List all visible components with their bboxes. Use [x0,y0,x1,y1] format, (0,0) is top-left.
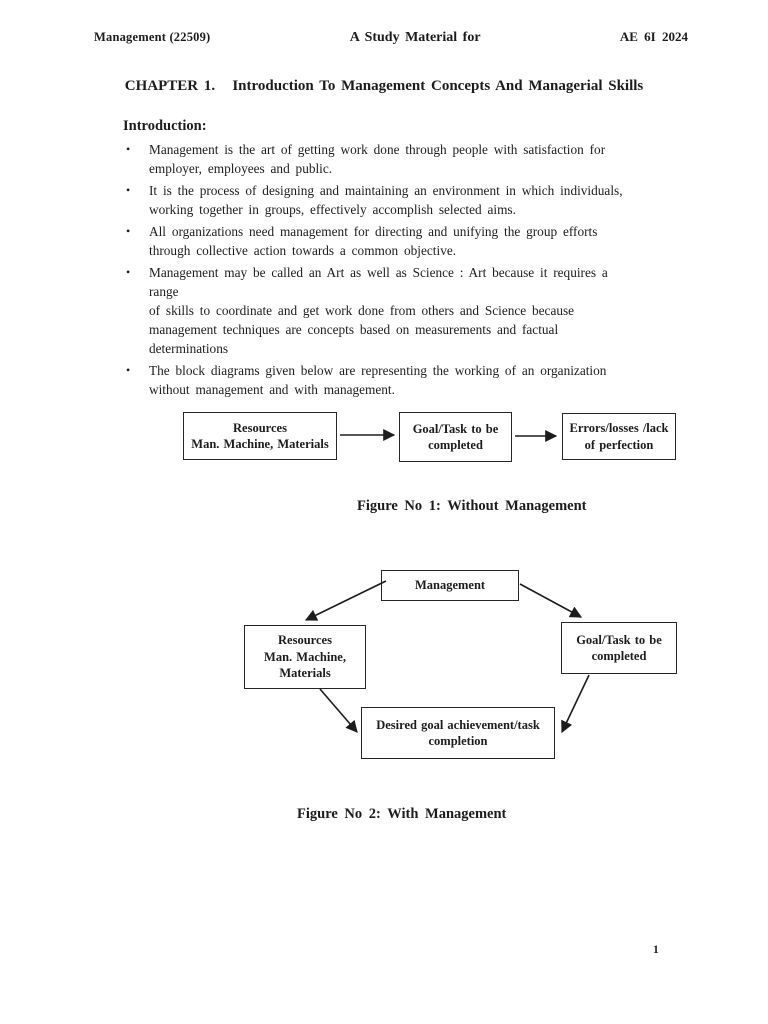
figure1-caption: Figure No 1: Without Management [357,498,587,514]
bullet-marker-icon: • [126,183,131,197]
fig2-desired-goal-box: Desired goal achievement/task completion [361,707,555,759]
bullet-text: Management is the art of getting work do… [149,142,606,176]
bullet-item: • It is the process of designing and mai… [123,181,639,219]
arrow-goal-to-desired [561,674,590,734]
bullet-marker-icon: • [126,142,131,156]
bullet-text: All organizations need management for di… [149,224,598,258]
fig1-resources-box: Resources Man. Machine, Materials [183,412,337,460]
introduction-heading: Introduction: [123,118,207,134]
page-header: Management (22509) A Study Material for … [94,29,688,46]
fig2-management-box: Management [381,570,519,601]
bullet-marker-icon: • [126,224,131,238]
header-course-code: Management (22509) [94,30,211,44]
bullet-item: • All organizations need management for … [123,222,639,260]
bullet-text: The block diagrams given below are repre… [149,363,607,397]
fig2-goal-box: Goal/Task to be completed [561,622,677,674]
bullet-marker-icon: • [126,265,131,279]
page-number: 1 [653,944,659,956]
header-term: AE 6I 2024 [619,29,688,44]
bullet-marker-icon: • [126,363,131,377]
introduction-section: Introduction: • Management is the art of… [123,118,639,402]
fig1-errors-box: Errors/losses /lack of perfection [562,413,676,460]
arrow-management-to-resources [304,580,387,621]
bullet-text: Management may be called an Art as well … [149,265,608,356]
bullet-item: • Management may be called an Art as wel… [123,263,639,358]
arrow-management-to-goal [519,583,583,618]
bullet-item: • The block diagrams given below are rep… [123,361,639,399]
fig1-goal-box: Goal/Task to be completed [399,412,512,462]
figure2-caption: Figure No 2: With Management [297,806,507,822]
bullet-list: • Management is the art of getting work … [123,140,639,399]
bullet-item: • Management is the art of getting work … [123,140,639,178]
chapter-title: CHAPTER 1. Introduction To Management Co… [124,78,644,94]
bullet-text: It is the process of designing and maint… [149,183,623,217]
fig2-resources-box: Resources Man. Machine, Materials [244,625,366,689]
header-document-title: A Study Material for [349,30,481,45]
arrow-resources-to-desired [319,688,358,733]
